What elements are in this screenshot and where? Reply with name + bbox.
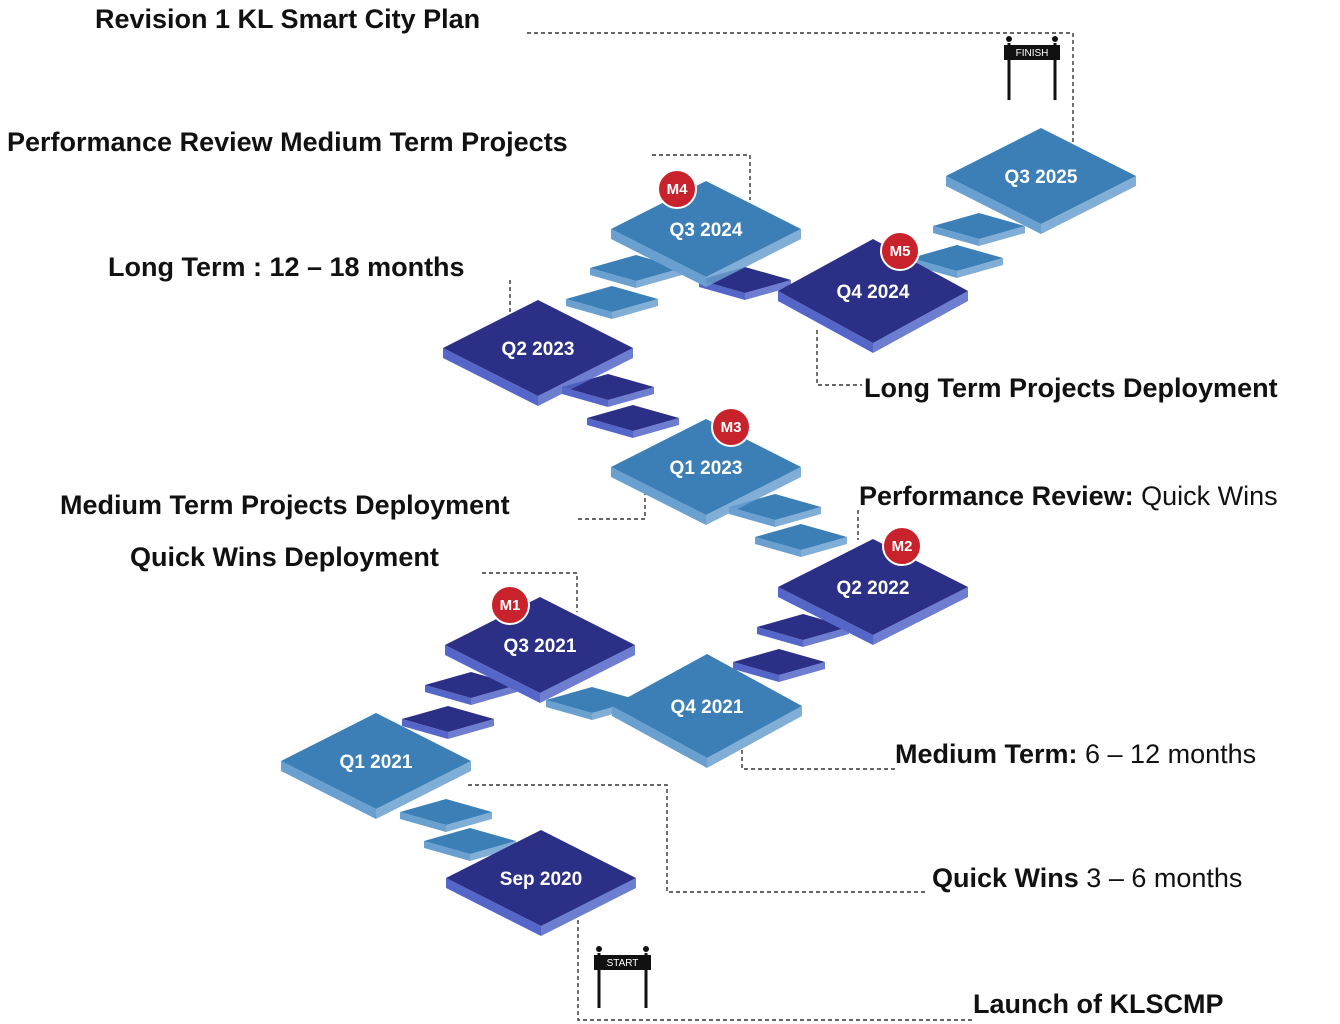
- plate-label-q1-2021: Q1 2021: [340, 752, 413, 773]
- connector-step-11: [587, 405, 679, 438]
- plate-q3-2025: Q3 2025: [946, 128, 1136, 234]
- plate-sep2020: Sep 2020: [446, 830, 636, 936]
- leader-quick-wins: [468, 784, 928, 893]
- finish-sign: FINISH: [1004, 36, 1060, 100]
- connector-step-2: [424, 828, 516, 861]
- milestone-m1: M1: [490, 585, 530, 625]
- connector-step-15: [911, 245, 1003, 278]
- annotation-perf-quick: Performance Review: Quick Wins: [859, 481, 1278, 511]
- svg-text:M1: M1: [500, 597, 521, 614]
- milestone-m3: M3: [711, 407, 751, 447]
- connector-step-12: [566, 286, 658, 319]
- timeline-plates: Sep 2020 Q1 2021 Q3 2021 Q4 2021 Q2 2022 Q1 2…: [281, 128, 1136, 936]
- annotation-long-deploy: Long Term Projects Deployment: [864, 373, 1278, 403]
- leader-perf-medium: [652, 154, 751, 200]
- plate-q2-2023: Q2 2023: [443, 300, 633, 406]
- annotation-quick-deploy: Quick Wins Deployment: [130, 542, 439, 572]
- leader-launch: [577, 920, 972, 1021]
- signposts: START FINISH: [594, 36, 1060, 1008]
- svg-text:M2: M2: [892, 538, 913, 555]
- annotation-perf-medium: Performance Review Medium Term Projects: [7, 127, 568, 157]
- svg-text:START: START: [607, 958, 639, 969]
- plate-q1-2023: Q1 2023: [611, 419, 801, 525]
- leader-revision: [527, 32, 1074, 143]
- svg-text:M5: M5: [890, 243, 911, 260]
- plate-q3-2024: Q3 2024: [611, 181, 801, 287]
- plate-label-q4-2021: Q4 2021: [671, 697, 744, 718]
- start-sign: START: [594, 946, 651, 1008]
- plate-q4-2024: Q4 2024: [778, 239, 968, 353]
- plate-q3-2021: Q3 2021: [445, 597, 635, 703]
- plate-label-q4-2024: Q4 2024: [837, 282, 910, 303]
- plate-label-q2-2023: Q2 2023: [502, 339, 575, 360]
- svg-text:M4: M4: [667, 181, 688, 198]
- connector-step-6: [733, 649, 825, 682]
- annotation-quick-wins: Quick Wins 3 – 6 months: [932, 863, 1243, 893]
- plate-label-q3-2025: Q3 2025: [1005, 167, 1078, 188]
- connector-step-16: [933, 213, 1025, 246]
- milestone-m5: M5: [880, 231, 920, 271]
- plate-label-q1-2023: Q1 2023: [670, 458, 743, 479]
- plate-label-q3-2024: Q3 2024: [670, 220, 743, 241]
- plate-q2-2022: Q2 2022: [778, 539, 968, 645]
- milestone-m4: M4: [657, 169, 697, 209]
- plate-label-sep2020: Sep 2020: [500, 869, 582, 890]
- svg-text:FINISH: FINISH: [1016, 48, 1049, 59]
- leader-medium-term: [741, 750, 895, 770]
- plate-label-q2-2022: Q2 2022: [837, 578, 910, 599]
- leader-lines: [468, 32, 1074, 1021]
- connector-step-3: [402, 706, 494, 739]
- leader-long-deploy: [816, 330, 862, 386]
- plate-label-q3-2021: Q3 2021: [504, 636, 577, 657]
- leader-quick-deploy: [482, 572, 578, 612]
- annotation-long-term: Long Term : 12 – 18 months: [108, 252, 465, 282]
- plate-q1-2021: Q1 2021: [281, 713, 471, 819]
- connector-step-9: [755, 524, 847, 557]
- connector-step-1: [400, 799, 492, 832]
- milestone-m2: M2: [882, 526, 922, 566]
- annotation-medium-term: Medium Term: 6 – 12 months: [895, 739, 1257, 769]
- svg-text:M3: M3: [721, 419, 742, 436]
- leader-medium-deploy: [578, 490, 646, 520]
- annotation-revision: Revision 1 KL Smart City Plan: [95, 4, 481, 34]
- annotation-medium-deploy: Medium Term Projects Deployment: [60, 490, 510, 520]
- annotation-launch: Launch of KLSCMP: [973, 989, 1224, 1019]
- plate-q4-2021: Q4 2021: [612, 654, 802, 768]
